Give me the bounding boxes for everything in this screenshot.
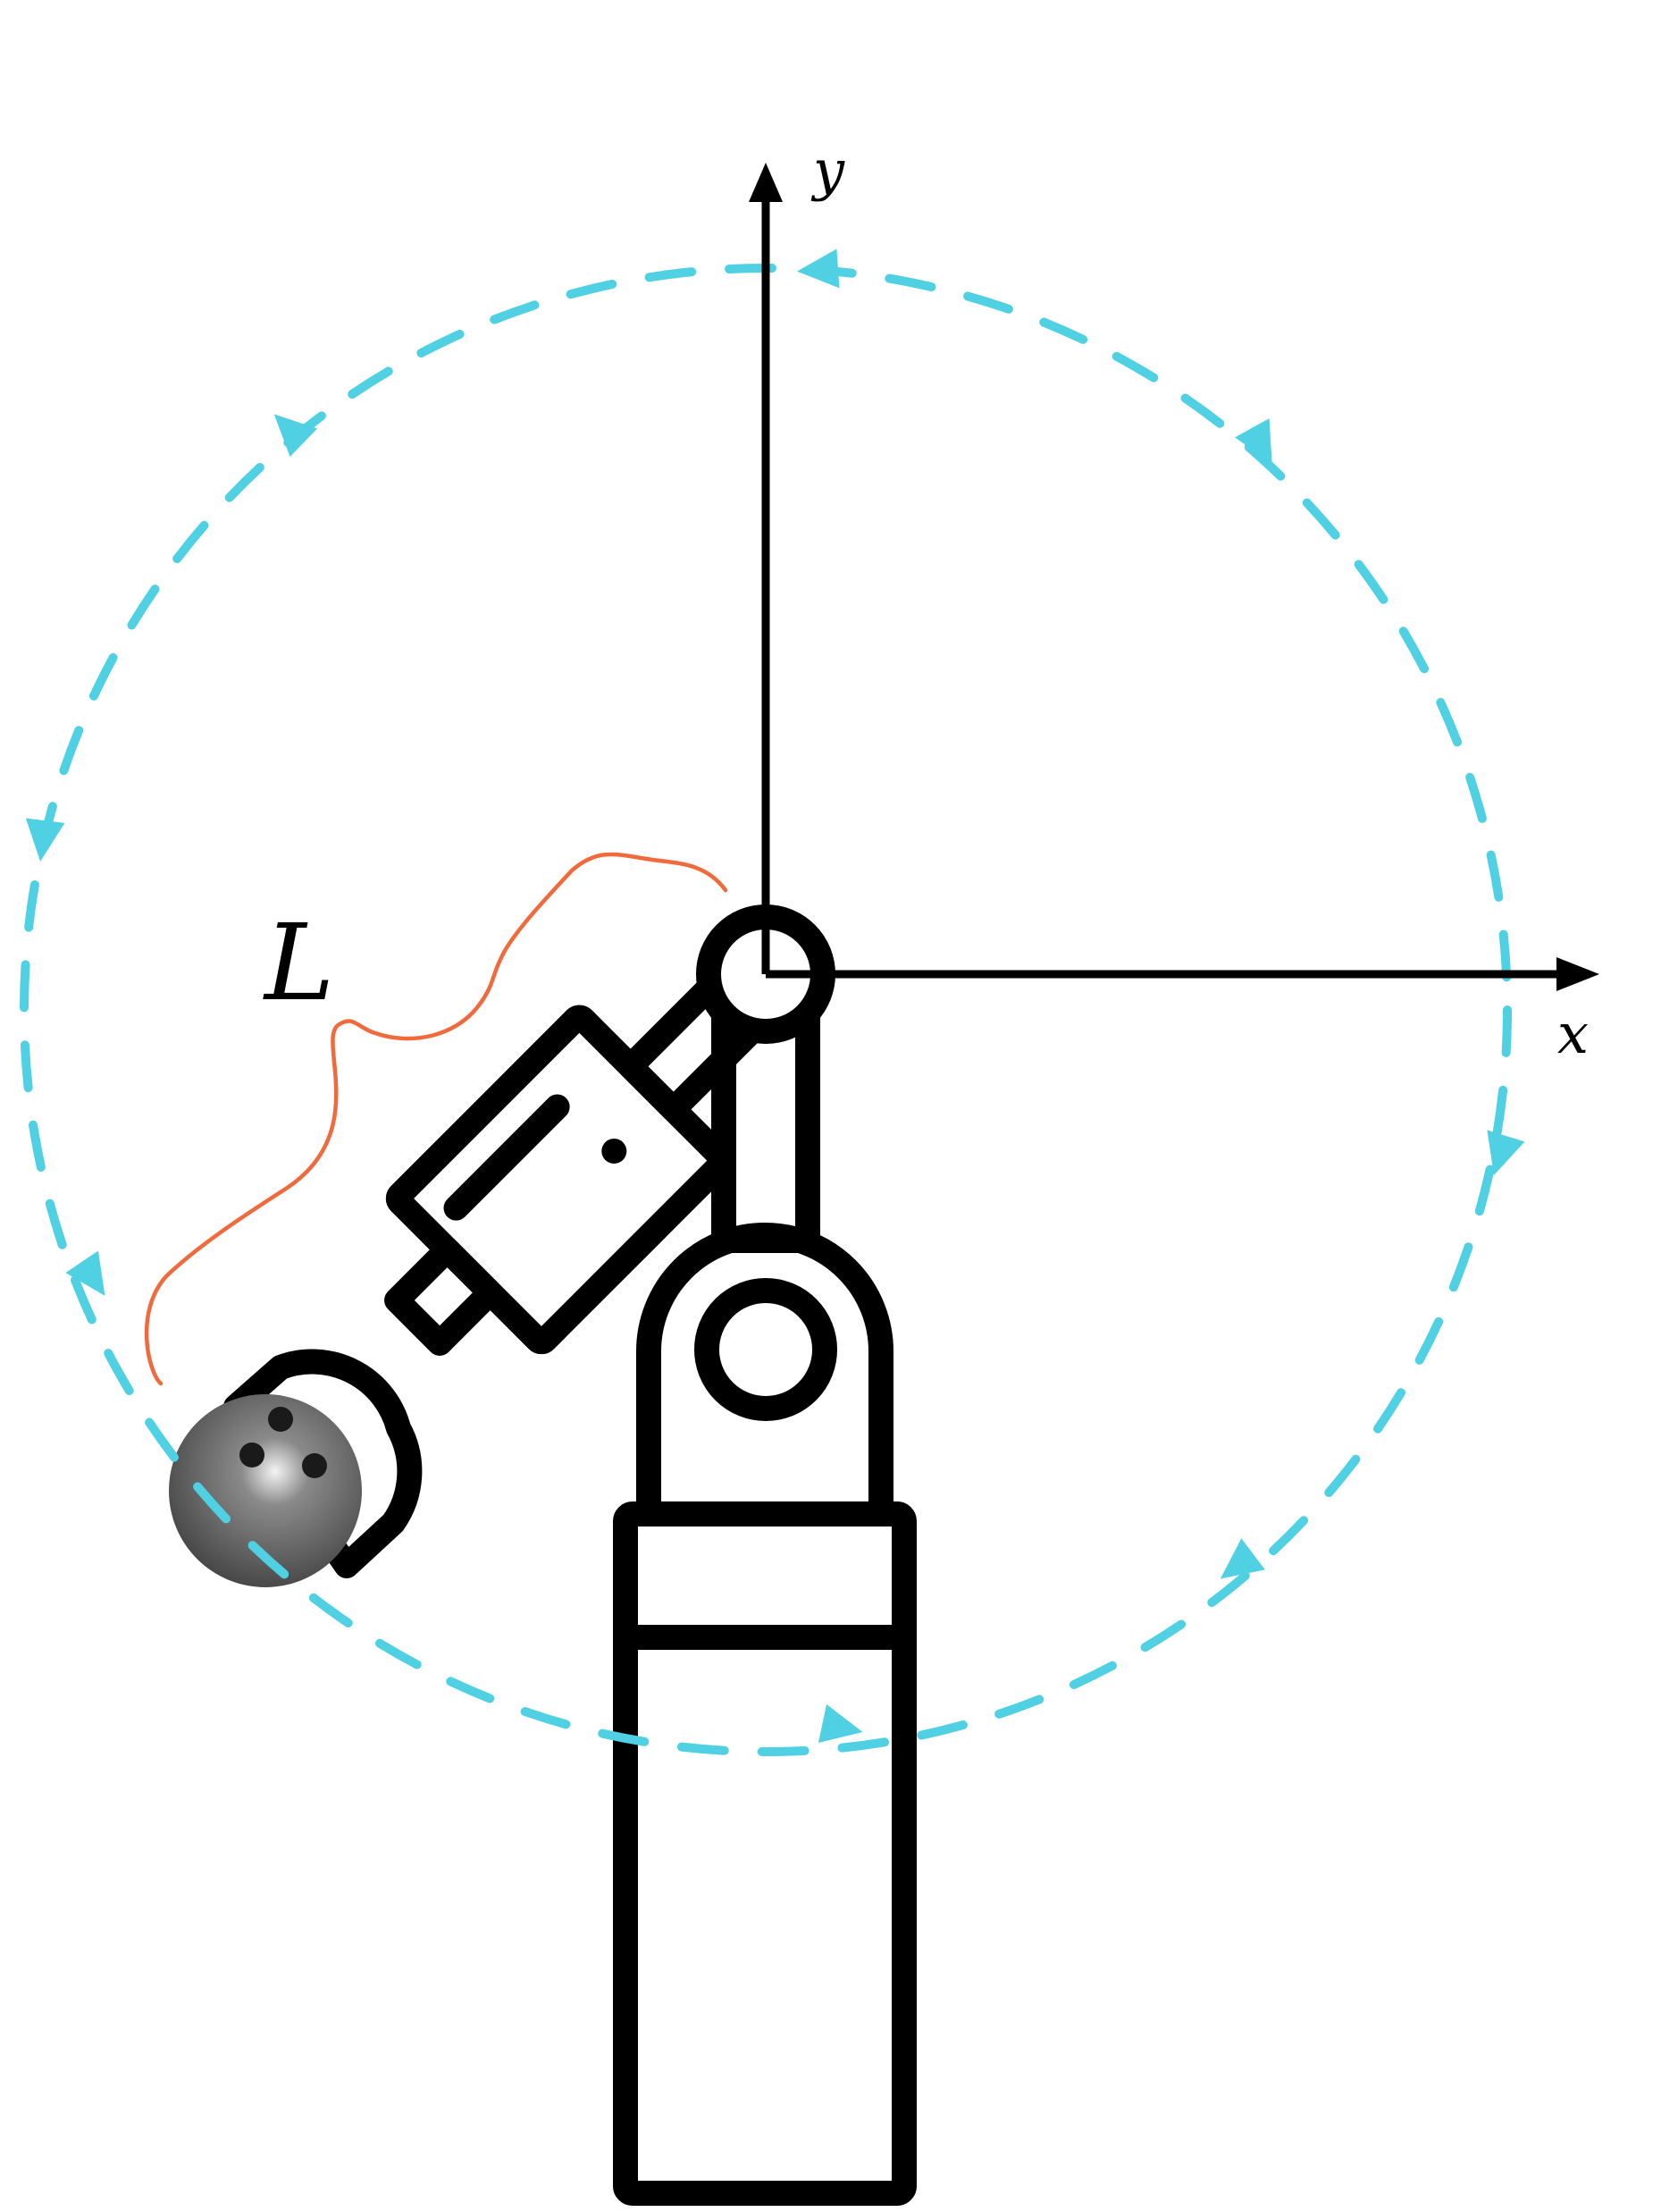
- arrow-bottom: [818, 1703, 863, 1743]
- arrow-upper-right: [1235, 418, 1272, 464]
- robot-upright-link: [636, 988, 893, 1514]
- arrow-lower-left: [65, 1250, 105, 1296]
- trajectory-direction-arrows: [25, 248, 1525, 1743]
- x-axis-arrowhead: [1556, 957, 1599, 991]
- y-axis-label: y: [810, 138, 845, 203]
- arrow-left: [25, 818, 65, 862]
- bowling-ball-icon: [169, 1394, 362, 1587]
- arrow-lower-right: [1220, 1538, 1265, 1579]
- arrow-upper-left: [273, 414, 318, 458]
- arrow-top: [797, 248, 840, 289]
- coordinate-axes: [749, 163, 1599, 991]
- arrow-right: [1487, 1130, 1525, 1175]
- robot-base: [613, 1501, 917, 2206]
- gripper: [223, 1349, 423, 1578]
- length-label: L: [263, 901, 334, 1024]
- x-axis-label: x: [1557, 1001, 1589, 1066]
- length-brace: [144, 852, 728, 1386]
- y-axis-arrowhead: [749, 163, 783, 202]
